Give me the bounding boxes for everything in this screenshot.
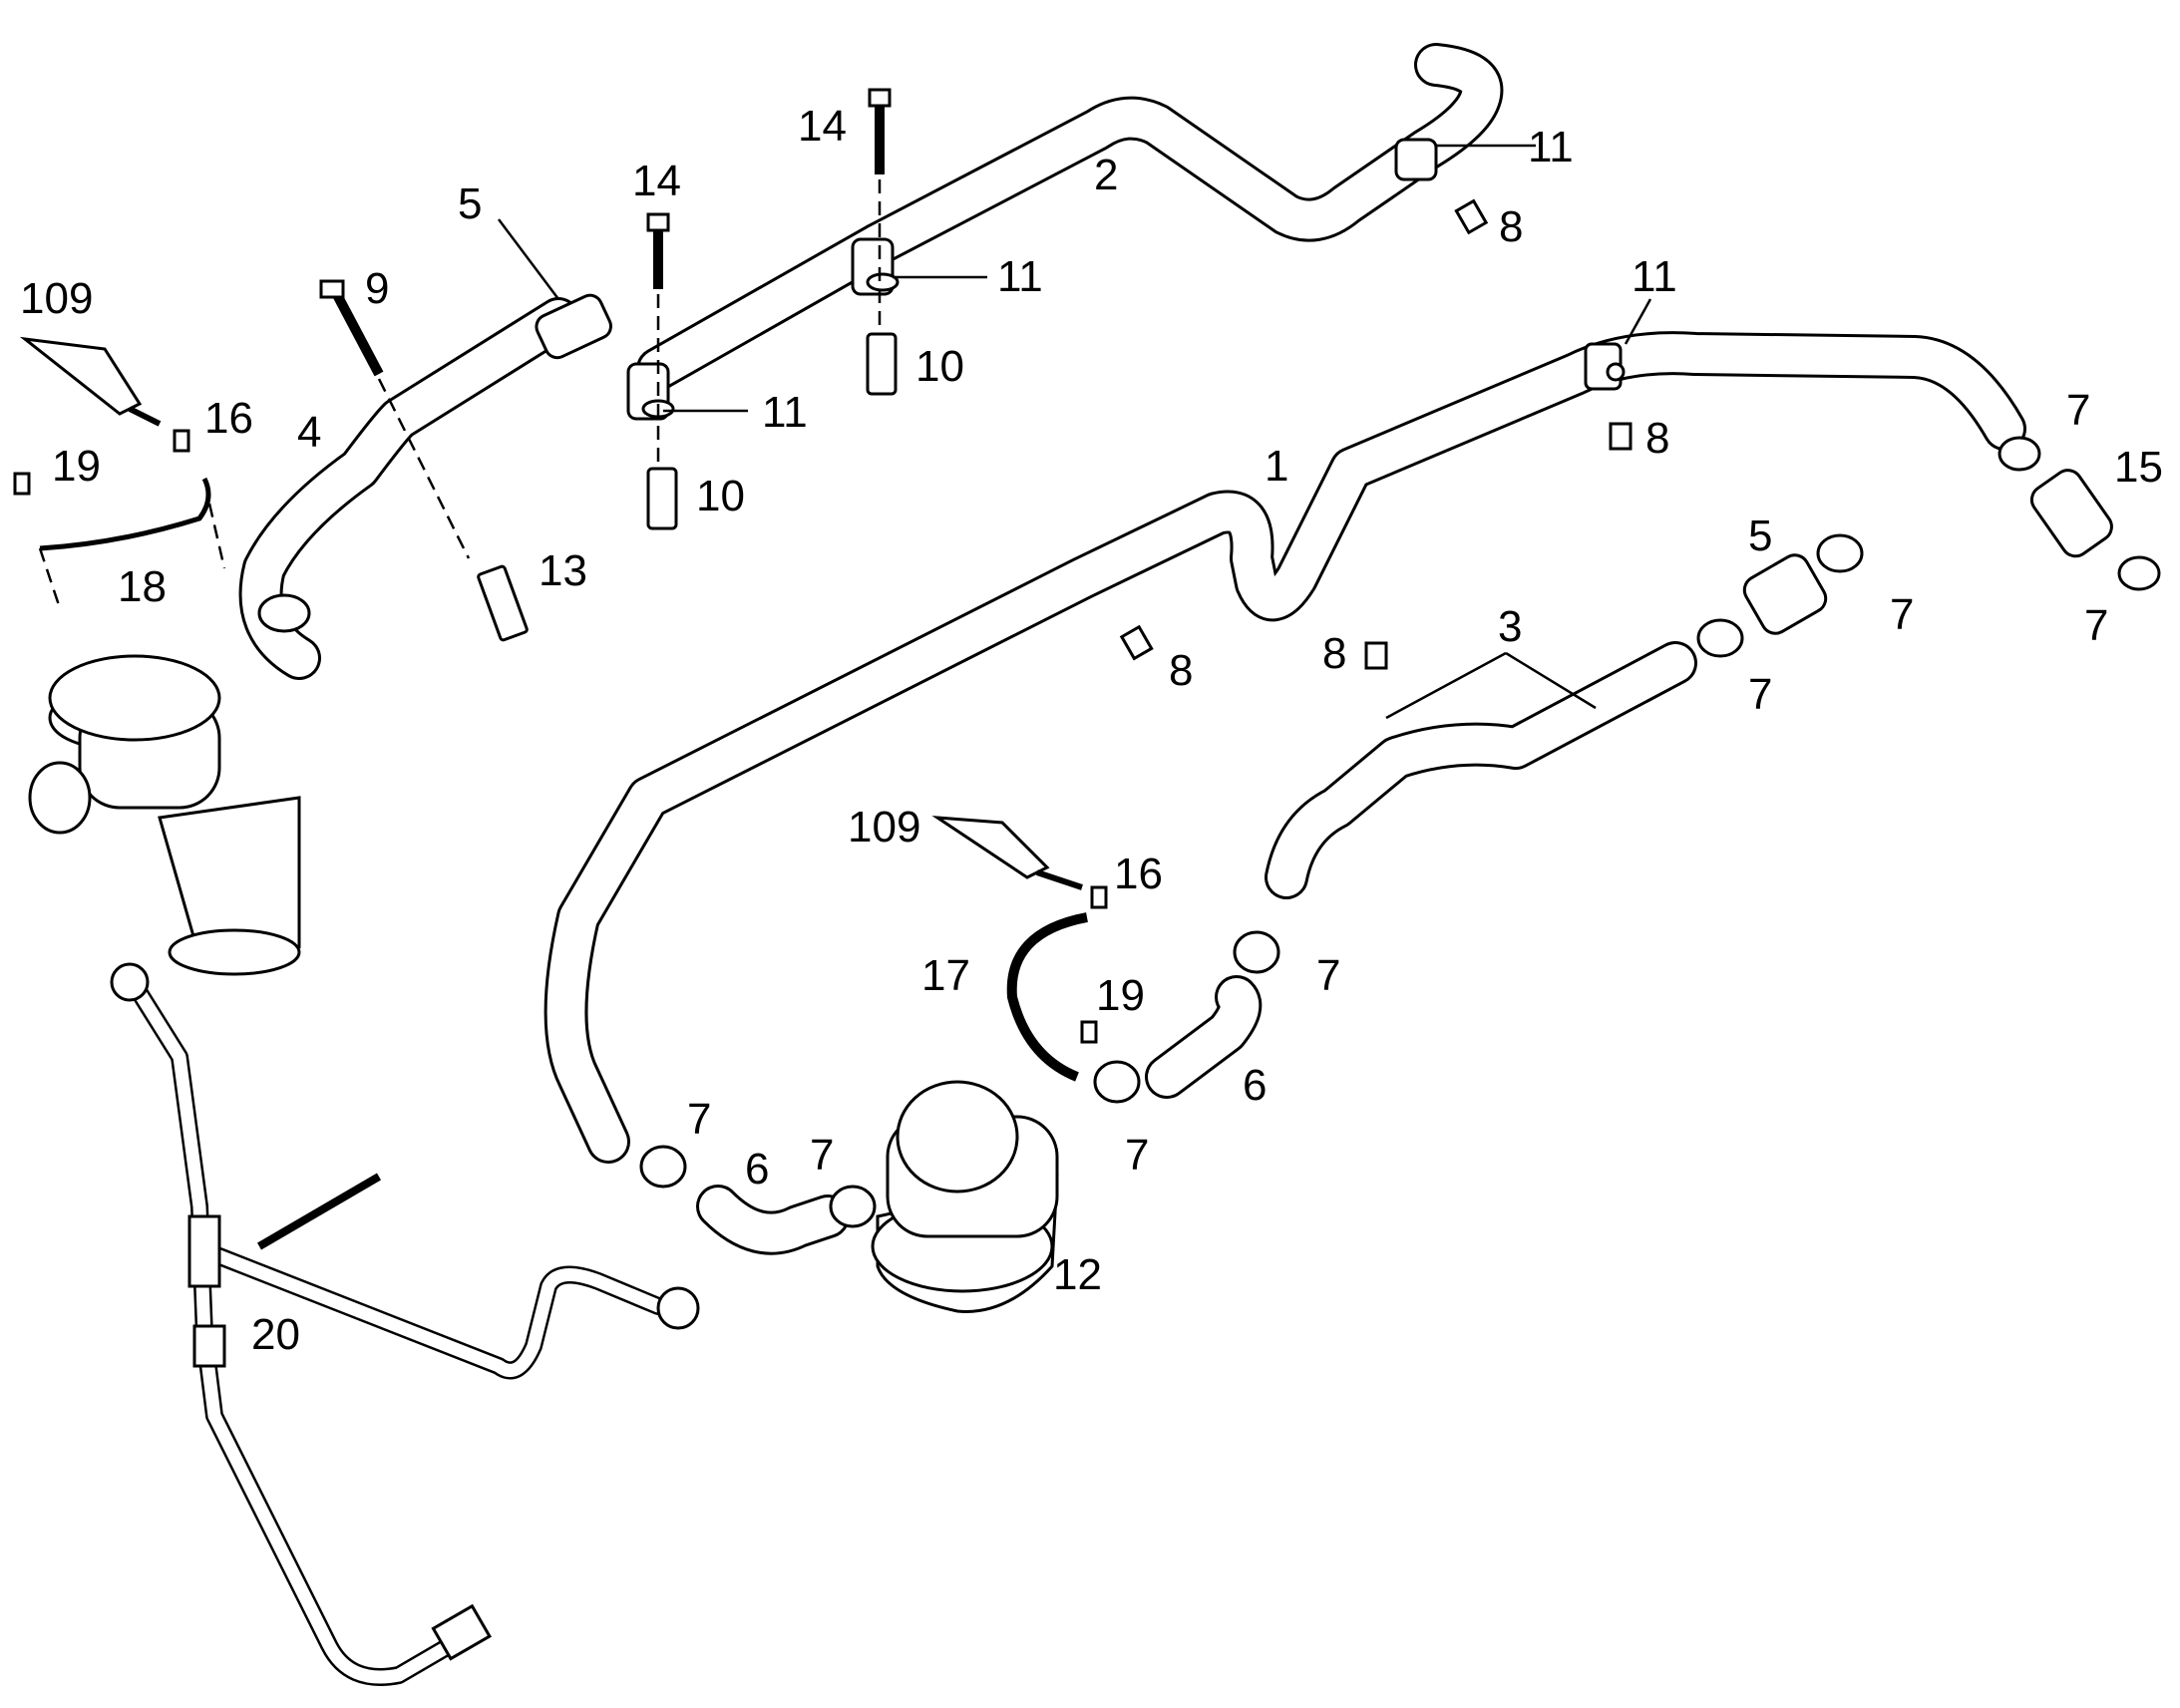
callout-3: 3 [1498,602,1522,651]
callout-16b: 16 [1114,850,1163,898]
callout-15: 15 [2114,443,2163,492]
hose-3 [1265,641,1697,899]
callout-6b: 6 [745,1145,769,1194]
callout-7b: 7 [2084,601,2108,650]
hose-6-right [1145,975,1263,1099]
callout-6a: 6 [1243,1061,1267,1110]
callout-8a: 8 [1499,202,1523,251]
callout-2: 2 [1094,151,1118,199]
callout-7g: 7 [810,1131,834,1180]
callout-8b: 8 [1645,414,1669,463]
sealant-109-a [19,336,162,427]
callout-11a: 11 [1528,123,1574,171]
sleeve-13 [477,564,529,642]
callout-7f: 7 [687,1095,711,1144]
clamp-11-a [1394,138,1438,181]
clamp-7-set [257,436,2161,1228]
callout-9: 9 [365,264,389,313]
callout-11b: 11 [997,252,1043,301]
callout-7e: 7 [1316,951,1340,1000]
callout-14b: 14 [632,157,681,205]
callout-14a: 14 [798,102,847,151]
spacer-10-b [646,467,678,530]
hose-6-left [696,1185,850,1255]
pump-left [28,654,301,976]
bracket-18 [39,477,211,551]
callout-17: 17 [921,951,970,1000]
callout-18: 18 [118,562,167,611]
callout-13: 13 [539,546,587,595]
callout-8c: 8 [1169,646,1193,695]
callout-7h: 7 [1125,1131,1149,1180]
callout-4: 4 [297,408,321,457]
callout-20: 20 [251,1310,300,1359]
bolt-14-b [646,212,670,289]
screw-set [13,429,1108,1044]
callout-16a: 16 [204,394,253,443]
bracket-17 [1006,912,1088,1082]
bolt-14-a [868,88,892,174]
clamp-5-left [535,293,612,360]
pump-12 [871,1080,1059,1313]
clamp-11-b [851,237,900,296]
hose-5-right [1742,553,1828,635]
sealant-109-b [931,816,1083,890]
leader-lines [38,144,1652,720]
bolt-8-set [1119,198,1633,670]
spacer-10-a [866,332,898,396]
callout-19b: 19 [1096,971,1145,1020]
callout-7c: 7 [1890,590,1914,639]
pipe-20 [110,962,700,1686]
callout-5b: 5 [1748,512,1772,560]
callout-10b: 10 [696,472,745,520]
callout-10a: 10 [915,342,964,391]
clamp-11-d [1584,342,1626,391]
callout-11c: 11 [762,388,808,437]
bolt-9 [319,279,384,377]
hose-15 [2029,469,2113,558]
callout-12: 12 [1053,1250,1102,1299]
callout-19a: 19 [52,442,101,491]
callout-7d: 7 [1748,670,1772,719]
callout-109b: 109 [848,803,920,852]
hose-1 [544,331,2026,1164]
callout-1: 1 [1265,442,1288,491]
callouts: 109 16 19 18 4 5 9 14 14 2 11 8 11 10 11… [20,102,2163,1359]
callout-5a: 5 [458,179,482,228]
callout-11d: 11 [1632,252,1677,301]
callout-109a: 109 [20,274,93,323]
callout-8d: 8 [1322,629,1346,678]
callout-7a: 7 [2066,386,2090,435]
hose-2 [636,43,1504,391]
